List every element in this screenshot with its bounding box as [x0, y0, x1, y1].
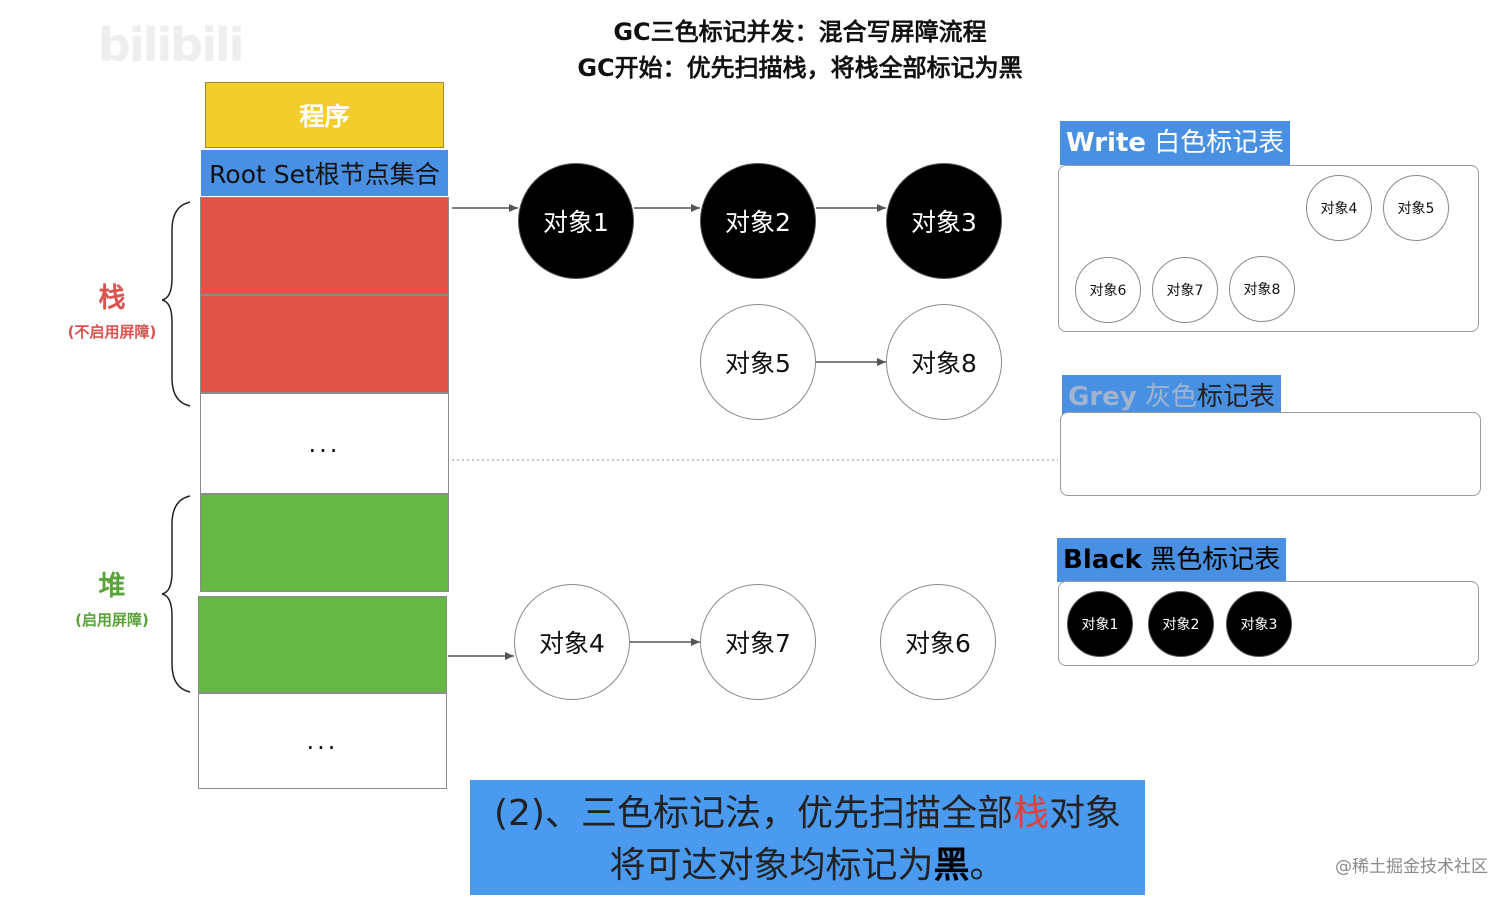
stack-label: 栈 (不启用屏障) [62, 276, 162, 342]
stack-ellipsis-cell: ... [200, 393, 449, 494]
white-item-obj8: 对象8 [1229, 256, 1295, 322]
grey-table-title: Grey 灰色标记表 [1062, 375, 1282, 419]
black-table-title-en: Black [1063, 545, 1142, 575]
node-obj6: 对象6 [880, 584, 996, 700]
white-item-obj5: 对象5 [1383, 175, 1449, 241]
heap-brace [161, 495, 191, 693]
heap-label-main: 堆 [98, 571, 126, 602]
black-item-obj2: 对象2 [1148, 591, 1214, 657]
black-item-obj1: 对象1 [1067, 591, 1133, 657]
heap-cell-1 [200, 494, 449, 592]
stack-cell-1 [200, 197, 449, 295]
juejin-watermark: @稀土掘金技术社区 [1335, 857, 1488, 877]
grey-table-title-grey-cn: 灰色 [1145, 382, 1198, 412]
title-line-2: GC开始：优先扫描栈，将栈全部标记为黑 [577, 54, 1023, 82]
black-table-title-cn: 黑色标记表 [1150, 545, 1281, 575]
node-obj5: 对象5 [700, 304, 816, 420]
bilibili-watermark: bilibili [98, 18, 244, 72]
white-item-obj4: 对象4 [1306, 175, 1372, 241]
caption-box: (2)、三色标记法，优先扫描全部栈对象 将可达对象均标记为黑。 [470, 780, 1145, 895]
caption-line-2-pre: 将可达对象均标记为 [609, 845, 934, 886]
node-obj8: 对象8 [886, 304, 1002, 420]
caption-line-2-bold: 黑 [933, 845, 970, 886]
node-obj7: 对象7 [700, 584, 816, 700]
heap-cell-2 [198, 596, 447, 693]
grey-table-title-cn: 标记表 [1197, 382, 1276, 412]
stack-label-sub: (不启用屏障) [67, 323, 157, 341]
black-table-title: Black 黑色标记表 [1057, 538, 1287, 582]
node-obj1: 对象1 [518, 163, 634, 279]
heap-label: 堆 (启用屏障) [62, 564, 162, 630]
program-box: 程序 [205, 82, 444, 148]
node-obj4: 对象4 [514, 584, 630, 700]
heap-label-sub: (启用屏障) [75, 611, 149, 629]
stack-cell-2 [200, 295, 449, 393]
black-item-obj3: 对象3 [1226, 591, 1292, 657]
grey-table [1060, 412, 1481, 496]
white-item-obj6: 对象6 [1075, 257, 1141, 323]
white-table-title-en: Write [1066, 128, 1147, 158]
caption-line-1-post: 对象 [1049, 793, 1122, 834]
title-line-1: GC三色标记并发：混合写屏障流程 [613, 18, 987, 46]
heap-ellipsis-cell: ... [198, 693, 447, 789]
caption-line-1-red: 栈 [1012, 793, 1049, 834]
caption-line-1: (2)、三色标记法，优先扫描全部栈对象 [470, 788, 1145, 840]
caption-line-1-pre: (2)、三色标记法，优先扫描全部 [493, 793, 1013, 834]
caption-line-2-post: 。 [969, 845, 1006, 886]
node-obj2: 对象2 [700, 163, 816, 279]
caption-line-2: 将可达对象均标记为黑。 [470, 840, 1145, 892]
stack-brace [161, 201, 191, 407]
node-obj3: 对象3 [886, 163, 1002, 279]
stack-label-main: 栈 [98, 283, 126, 314]
white-table-title-cn: 白色标记表 [1154, 128, 1285, 158]
root-set-header: Root Set根节点集合 [201, 150, 448, 196]
white-item-obj7: 对象7 [1152, 257, 1218, 323]
grey-table-title-en: Grey [1068, 382, 1137, 412]
white-table-title: Write 白色标记表 [1060, 121, 1291, 165]
